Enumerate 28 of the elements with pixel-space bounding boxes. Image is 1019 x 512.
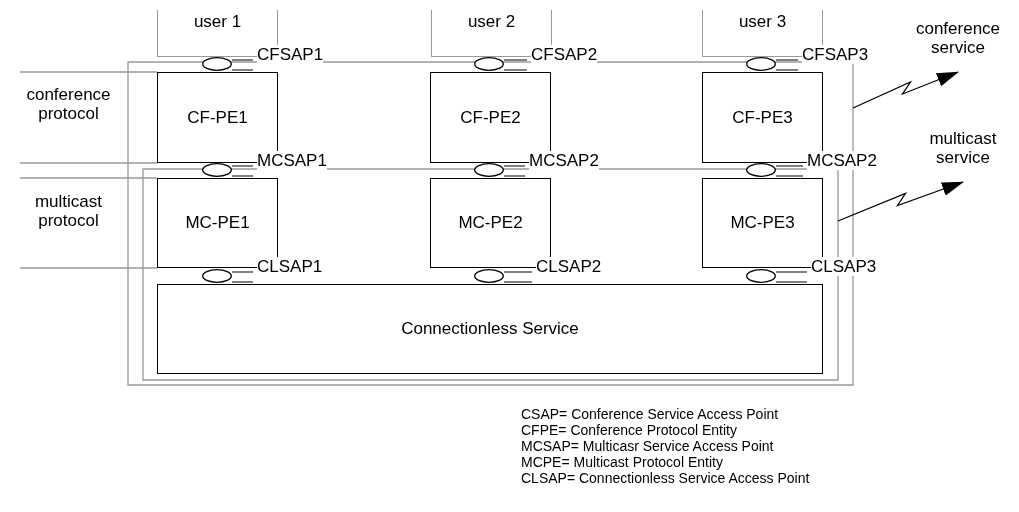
protocol-layer-label: multicast protocol [33, 192, 104, 230]
access-point-ellipse [746, 163, 776, 177]
access-point-ellipse [474, 57, 504, 71]
access-point-ellipse [474, 269, 504, 283]
access-point-label: CLSAP3 [811, 257, 877, 276]
abbreviation-note: CFPE= Conference Protocol Entity [521, 422, 737, 438]
access-point-ellipse [202, 163, 232, 177]
service-box: Connectionless Service [157, 284, 823, 374]
access-point-ellipse [746, 269, 776, 283]
abbreviation-note: CLSAP= Connectionless Service Access Point [521, 470, 810, 486]
access-point-ellipse [746, 57, 776, 71]
protocol-layer-label: conference protocol [25, 85, 112, 123]
access-point-ellipse [202, 269, 232, 283]
access-point-ellipse [474, 163, 504, 177]
access-point-label: CFSAP3 [802, 45, 869, 64]
service-label: multicast service [905, 128, 1019, 168]
access-point-label: CFSAP1 [257, 45, 324, 64]
access-point-ellipse [202, 57, 232, 71]
access-point-label: MCSAP2 [529, 151, 599, 170]
abbreviation-note: MCSAP= Multicasr Service Access Point [521, 438, 774, 454]
lightning-arrow [837, 181, 964, 222]
abbreviation-note: CSAP= Conference Service Access Point [521, 406, 779, 422]
access-point-label: CFSAP2 [531, 45, 598, 64]
lightning-arrow [852, 71, 959, 109]
service-label: conference service [900, 18, 1016, 58]
abbreviation-note: MCPE= Multicast Protocol Entity [521, 454, 723, 470]
access-point-label: MCSAP1 [257, 151, 327, 170]
access-point-label: MCSAP2 [807, 151, 877, 170]
